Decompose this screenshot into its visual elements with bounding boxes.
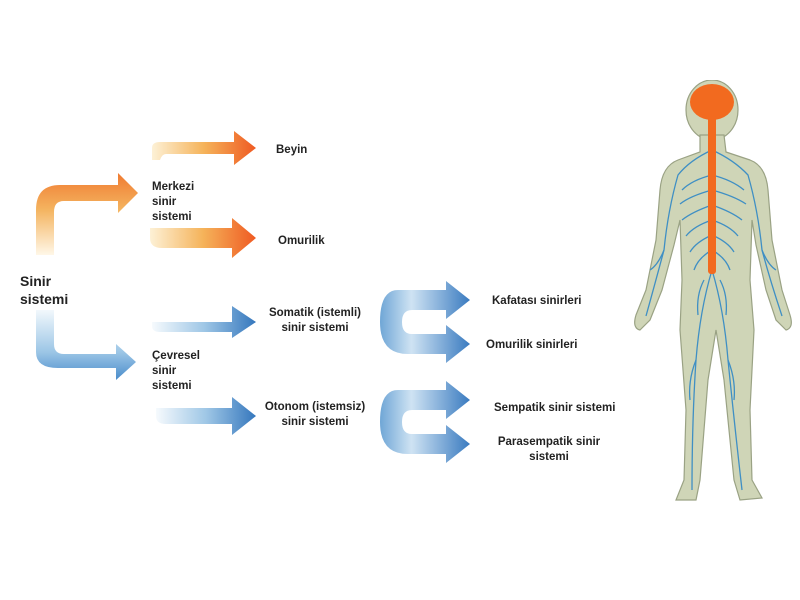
label-cranial-nerves: Kafatası sinirleri	[492, 295, 582, 307]
arrow-somatic-split	[380, 281, 470, 363]
arrow-root-to-peripheral	[36, 310, 136, 380]
label-central: Merkezi sinir sistemi	[152, 181, 195, 223]
label-parasympathetic: Parasempatik sinir sistemi	[497, 436, 601, 463]
label-omurilik: Omurilik	[278, 235, 325, 247]
label-spinal-nerves: Omurilik sinirleri	[486, 339, 578, 351]
label-sympathetic: Sempatik sinir sistemi	[494, 402, 616, 414]
arrow-autonomic-split	[380, 381, 470, 463]
arrow-to-autonomic	[156, 397, 256, 435]
arrow-root-to-central	[36, 173, 138, 255]
label-autonomic: Otonom (istemsiz) sinir sistemi	[264, 401, 366, 428]
human-body-illustration	[634, 80, 792, 501]
arrow-to-omurilik	[150, 218, 256, 258]
label-beyin: Beyin	[276, 144, 308, 156]
label-peripheral: Çevresel sinir sistemi	[152, 350, 200, 392]
arrow-to-somatic	[152, 306, 256, 338]
brain-and-spinal-cord	[690, 84, 734, 274]
label-root: Sinir sistemi	[20, 273, 69, 307]
label-somatic: Somatik (istemli) sinir sistemi	[268, 307, 362, 334]
arrow-to-beyin	[152, 131, 256, 165]
